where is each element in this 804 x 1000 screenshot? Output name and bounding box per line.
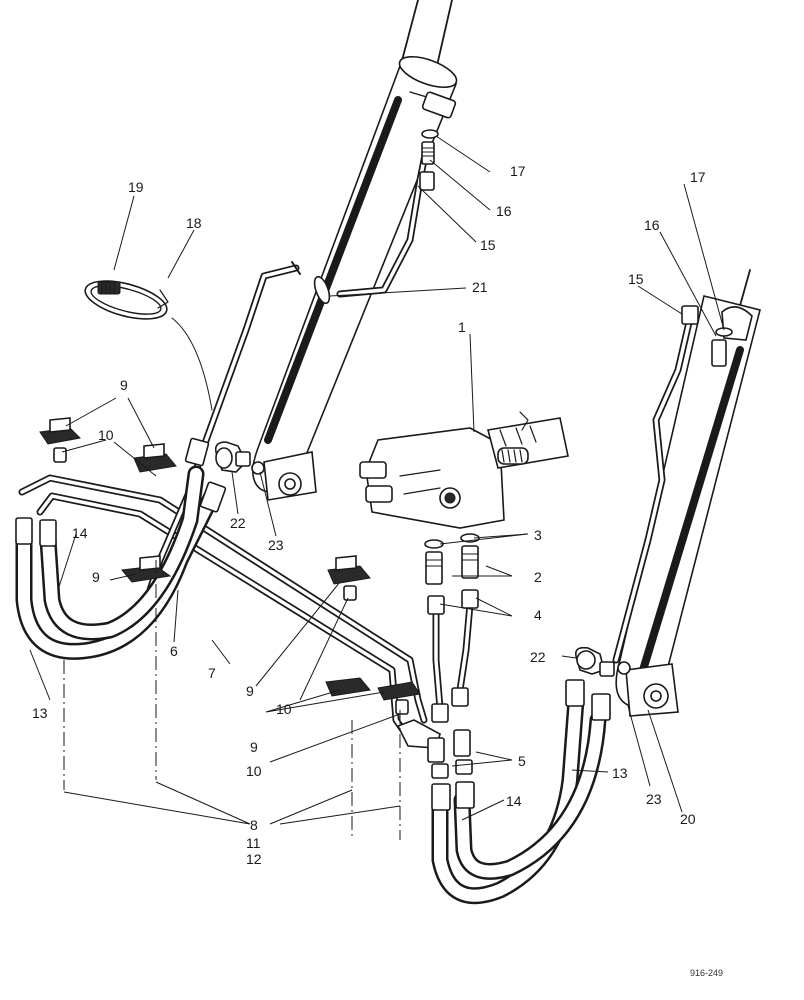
callout-10-top: 10	[98, 427, 114, 443]
callout-14-right: 14	[506, 793, 522, 809]
upper-rod-pipe-right	[612, 305, 699, 664]
callout-11: 11	[246, 835, 261, 851]
callout-9-bottom: 9	[250, 739, 258, 755]
callout-8: 8	[250, 817, 258, 833]
hose-clip-detail	[84, 280, 213, 411]
callout-12: 12	[246, 851, 262, 867]
callout-15-left: 15	[480, 237, 496, 253]
callout-15-right: 15	[628, 271, 644, 287]
clamp-9-c	[121, 555, 172, 583]
clamp-9-a	[39, 417, 82, 445]
o-ring-23-right	[617, 661, 631, 675]
callout-21: 21	[472, 279, 488, 295]
callout-labels: 1 2 3 4 5 6 7 8 11 12 9 9 9 9 10 10 10 1…	[32, 163, 706, 867]
pipes-4	[427, 589, 479, 723]
callout-5: 5	[518, 753, 526, 769]
callout-20: 20	[680, 811, 696, 827]
fittings-5	[396, 719, 473, 779]
callout-22-right: 22	[530, 649, 546, 665]
callout-9-top: 9	[120, 377, 128, 393]
o-ring-17-left	[421, 129, 439, 139]
callout-13-left: 13	[32, 705, 48, 721]
spacer-10-c	[395, 699, 409, 715]
center-lines	[63, 560, 401, 840]
callout-9-left: 9	[92, 569, 100, 585]
o-ring-23-left	[251, 461, 265, 475]
clamp-9-e	[325, 677, 421, 701]
callout-1: 1	[458, 319, 466, 335]
callout-18: 18	[186, 215, 202, 231]
elbow-22-left	[214, 441, 251, 473]
callout-3: 3	[534, 527, 542, 543]
callout-13-right: 13	[612, 765, 628, 781]
callout-16-right: 16	[644, 217, 660, 233]
hoses-13-14-right	[431, 679, 611, 905]
callout-23-left: 23	[268, 537, 284, 553]
clamp-9-d	[327, 555, 371, 585]
callout-19: 19	[128, 179, 144, 195]
callout-14-left: 14	[72, 525, 88, 541]
callout-17-right: 17	[690, 169, 706, 185]
adaptors-2	[425, 545, 479, 585]
spacer-10-a	[53, 447, 67, 463]
right-lift-cylinder	[615, 269, 761, 717]
callout-9-mid: 9	[246, 683, 254, 699]
callout-2: 2	[534, 569, 542, 585]
upper-rod-pipe-left	[200, 146, 430, 450]
long-pipes-6-7	[18, 454, 428, 744]
callout-23-right: 23	[646, 791, 662, 807]
callout-10-mid: 10	[276, 701, 292, 717]
leader-lines	[29, 135, 725, 825]
control-valve-block	[359, 411, 569, 529]
spacer-10-b	[343, 585, 357, 601]
callout-10-bottom: 10	[246, 763, 262, 779]
hoses-13-14-left	[15, 437, 227, 660]
elbow-22-right	[574, 646, 615, 677]
callout-22-left: 22	[230, 515, 246, 531]
left-lift-cylinder	[252, 0, 458, 501]
adaptor-16-left	[419, 141, 435, 191]
callout-17-left: 17	[510, 163, 526, 179]
clamp-9-b	[133, 443, 177, 473]
callout-6: 6	[170, 643, 178, 659]
callout-4: 4	[534, 607, 542, 623]
drawing-code: 916-249	[690, 968, 723, 978]
callout-16-left: 16	[496, 203, 512, 219]
callout-7: 7	[208, 665, 216, 681]
